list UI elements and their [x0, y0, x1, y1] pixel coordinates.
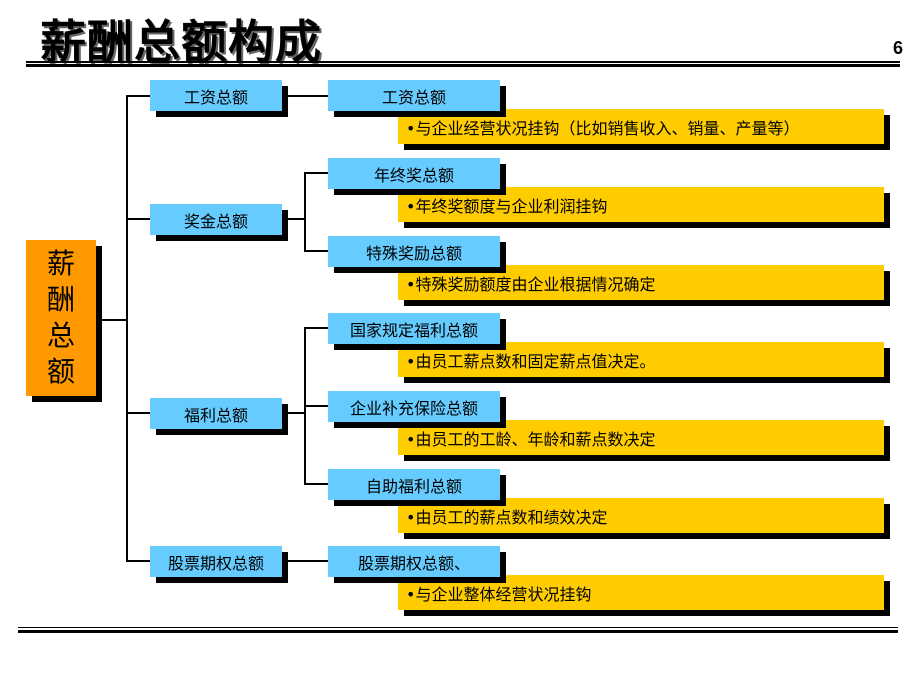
connector — [304, 250, 328, 252]
title-rule-thick — [26, 64, 900, 67]
slide-title: 薪酬总额构成 — [40, 15, 322, 69]
level2-node: 工资总额 — [328, 80, 500, 111]
root-char: 薪 — [46, 247, 75, 280]
connector — [288, 560, 328, 562]
level2-node: 企业补充保险总额 — [328, 391, 500, 422]
connector — [126, 560, 150, 562]
level2-node: 特殊奖励总额 — [328, 236, 500, 267]
connector — [126, 95, 150, 97]
connector — [304, 172, 328, 174]
footer-rule-thick — [18, 630, 898, 633]
level1-node-wage: 工资总额 — [150, 80, 282, 111]
connector — [304, 483, 328, 485]
level2-node: 自助福利总额 — [328, 469, 500, 500]
connector — [304, 327, 328, 329]
level1-node-welfare: 福利总额 — [150, 398, 282, 429]
level2-node: 股票期权总额、 — [328, 546, 500, 577]
description-box: •年终奖额度与企业利润挂钩 — [398, 187, 884, 222]
footer-rule — [18, 627, 898, 628]
description-box: •特殊奖励额度由企业根据情况确定 — [398, 265, 884, 300]
level2-node: 国家规定福利总额 — [328, 313, 500, 344]
root-char: 酬 — [46, 283, 75, 316]
description-box: •与企业经营状况挂钩（比如销售收入、销量、产量等） — [398, 109, 884, 144]
title-rule — [26, 61, 900, 63]
description-box: •与企业整体经营状况挂钩 — [398, 575, 884, 610]
connector — [288, 412, 305, 414]
page-number: 6 — [892, 38, 903, 58]
description-box: •由员工薪点数和固定薪点值决定。 — [398, 342, 884, 377]
root-node: 薪 酬 总 额 — [26, 240, 96, 396]
connector — [304, 405, 328, 407]
root-char: 额 — [46, 355, 75, 388]
connector — [126, 95, 128, 562]
root-char: 总 — [46, 319, 75, 352]
level1-node-bonus: 奖金总额 — [150, 204, 282, 235]
connector — [288, 218, 305, 220]
level2-node: 年终奖总额 — [328, 158, 500, 189]
connector — [126, 218, 150, 220]
connector — [304, 172, 306, 252]
connector — [126, 412, 150, 414]
description-box: •由员工的薪点数和绩效决定 — [398, 498, 884, 533]
description-box: •由员工的工龄、年龄和薪点数决定 — [398, 420, 884, 455]
connector — [96, 319, 127, 321]
level1-node-stock: 股票期权总额 — [150, 546, 282, 577]
connector — [288, 95, 328, 97]
